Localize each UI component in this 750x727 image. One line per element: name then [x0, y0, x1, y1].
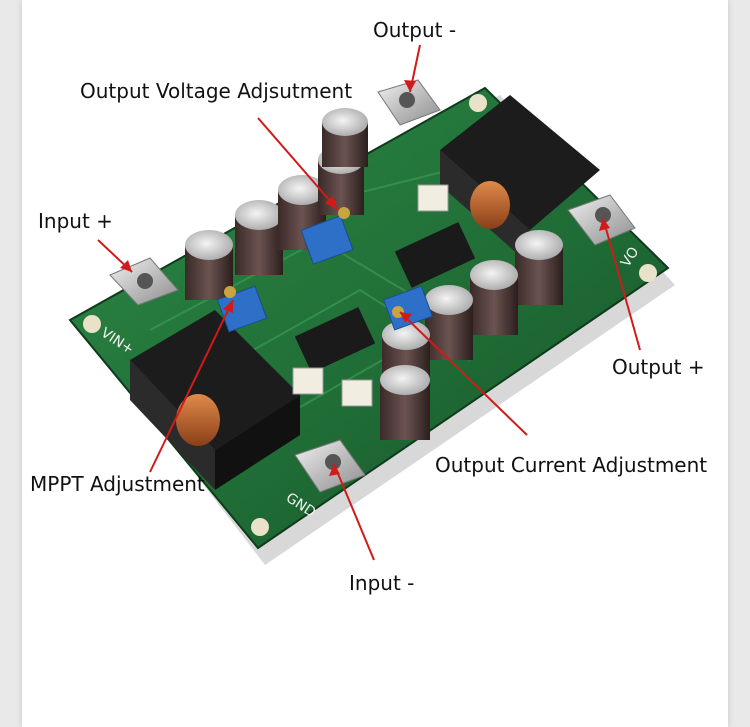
callout-arrows	[97, 44, 641, 561]
capacitors	[185, 108, 563, 440]
terminal-output-plus	[567, 194, 636, 246]
label-mppt-adjustment: MPPT Adjustment	[30, 472, 205, 496]
label-output-voltage-adjustment: Output Voltage Adjsutment	[80, 79, 353, 103]
label-output-minus: Output -	[373, 18, 457, 42]
label-output-current-adjustment: Output Current Adjustment	[435, 453, 708, 477]
potentiometers	[216, 207, 433, 333]
label-input-plus: Input +	[38, 209, 113, 233]
terminal-output-minus	[377, 79, 441, 126]
label-input-minus: Input -	[349, 571, 415, 595]
inductor-right	[440, 95, 600, 265]
label-output-plus: Output +	[612, 355, 705, 379]
terminal-input-minus	[294, 439, 366, 493]
